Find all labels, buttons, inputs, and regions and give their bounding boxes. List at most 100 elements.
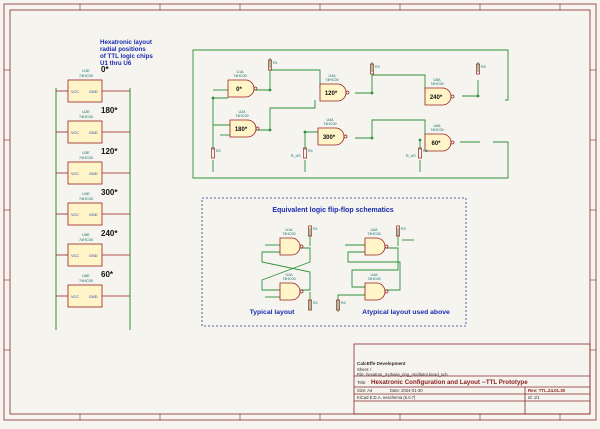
resistor-ref: R1	[313, 227, 318, 231]
gate-ref: U6A	[434, 124, 442, 128]
revision: Rev: TTL.24.01.30	[528, 388, 566, 393]
resistor-ref: R4	[341, 301, 346, 305]
gnd-pin: GND	[89, 90, 98, 94]
resistor: R3	[396, 225, 406, 237]
unit-ref: U3E	[82, 151, 90, 155]
sheet-id: Id: 1/1	[528, 395, 540, 400]
resistor: R4	[336, 299, 346, 311]
phase-angle: 60*	[101, 270, 114, 279]
phase-angle: 300*	[101, 188, 118, 197]
wire-junction	[476, 94, 480, 98]
wire-junction	[268, 88, 272, 92]
gate-phase-label: 60*	[431, 141, 441, 147]
drawing-frame	[3, 3, 597, 421]
gate-ref: U1A	[286, 228, 294, 232]
gate-value: 74HC00	[367, 277, 380, 281]
resistor-ref: R4	[308, 149, 313, 153]
atypical-layout-caption: Atypical layout used above	[362, 309, 450, 316]
gnd-pin: GND	[89, 295, 98, 299]
layout-note: Hexatronic layout radial positions of TT…	[100, 39, 153, 67]
resistor: R4R_US	[291, 147, 313, 159]
gate-value: 74HC00	[233, 74, 246, 78]
resistor-ref: R3	[401, 227, 406, 231]
resistor: R6R_US	[406, 147, 428, 159]
file-name: File: hexatron_3-phase_ring_oscillator.k…	[357, 372, 448, 377]
ring-oscillator-schematic: U1A74HC000*U2A74HC00180*U3A74HC00120*U4A…	[192, 49, 509, 179]
gnd-pin: GND	[89, 213, 98, 217]
typical-layout-caption: Typical layout	[250, 309, 296, 316]
gate-ref: U4A	[327, 118, 335, 122]
resistor-ref: R6	[423, 149, 428, 153]
unit-value: 74HC00	[79, 279, 93, 283]
gate-ref: U2A	[286, 273, 294, 277]
gate-value: 74HC00	[430, 82, 443, 86]
date: Date: 2024-01-30	[390, 388, 423, 393]
gate-value: 74HC00	[430, 128, 443, 132]
unit-ref: U4E	[82, 192, 90, 196]
gate-ref: U4A	[371, 273, 379, 277]
title-label: Title:	[357, 380, 366, 385]
gate-value: 74HC00	[235, 114, 248, 118]
resistor-ref: R1	[273, 61, 278, 65]
wire-junction	[370, 136, 374, 140]
resistor: R2	[211, 147, 221, 159]
power-bus	[55, 88, 131, 330]
sheet-path: Sheet: /	[357, 367, 372, 372]
resistor-ref: R3	[375, 65, 380, 69]
gnd-pin: GND	[89, 254, 98, 258]
title-block: CalcEffe Development Sheet: / File: hexa…	[353, 343, 591, 415]
wire-junction	[211, 96, 215, 100]
vcc-pin: VCC	[71, 295, 79, 299]
vcc-pin: VCC	[71, 213, 79, 217]
resistor-ref: R2	[313, 301, 318, 305]
resistor: R5	[476, 63, 486, 75]
gate-phase-label: 300*	[323, 135, 336, 141]
gate-ref: U2A	[239, 110, 247, 114]
phase-angle: 240*	[101, 229, 118, 238]
title-text: Hexatronic Configuration and Layout --TT…	[371, 379, 528, 386]
paper-size: Size: A4	[357, 388, 373, 393]
wire-junction	[268, 128, 272, 132]
phase-angle: 0*	[101, 65, 109, 74]
unit-ref: U2E	[82, 110, 90, 114]
gate-phase-label: 240*	[430, 95, 443, 101]
gate-phase-label: 180*	[235, 127, 248, 133]
gate-value: 74HC00	[367, 232, 380, 236]
wire-junction	[370, 91, 374, 95]
note-line-2: radial positions	[100, 46, 146, 53]
tool-version: KiCad E.D.A. eeschema (6.0.7)	[357, 395, 416, 400]
wire-junction	[418, 138, 422, 142]
phase-angle: 120*	[101, 147, 118, 156]
gate-ref: U3A	[329, 74, 337, 78]
resistor-ref: R2	[216, 149, 221, 153]
gate-value: 74HC00	[282, 232, 295, 236]
company-name: CalcEffe Development	[357, 361, 406, 366]
resistor: R3	[370, 63, 380, 75]
gate-ref: U1A	[237, 70, 245, 74]
wire-junction	[303, 130, 307, 134]
gate-phase-label: 0*	[236, 87, 242, 93]
unit-value: 74HC00	[79, 156, 93, 160]
flip-flop-box: Equivalent logic flip-flop schematics Ty…	[201, 197, 467, 327]
flip-flop-title: Equivalent logic flip-flop schematics	[272, 207, 393, 214]
vcc-pin: VCC	[71, 172, 79, 176]
gate-ref: U3A	[371, 228, 379, 232]
unit-ref: U5E	[82, 233, 90, 237]
phase-angle: 180*	[101, 106, 118, 115]
note-line-3: of TTL logic chips	[100, 53, 153, 60]
